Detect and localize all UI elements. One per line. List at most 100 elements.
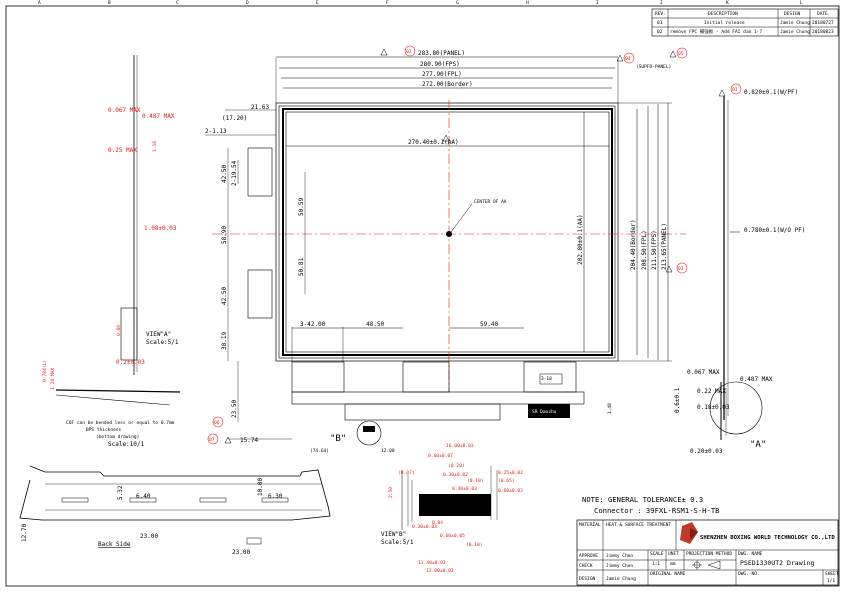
view-a-label: VIEW"A" [146, 331, 171, 338]
center-of-aa-label: CENTER OF AA [474, 199, 507, 205]
rev-header: REV. [655, 11, 666, 17]
border-letters: A B C D E F G H I J K L [38, 0, 803, 6]
top-dimensions: 283.80(PANEL) 280.90(FPS) 277.90(FPL) 27… [275, 45, 688, 147]
vb-dim-060c: 0.60±0.05 [440, 533, 465, 539]
dim-panel-height: 213.65(PANEL) [661, 223, 668, 270]
material-label: MATERIAL [579, 522, 601, 528]
unit-label: UNIT [668, 551, 679, 557]
date-header: DATE [817, 11, 828, 17]
sheet-value: 1/1 [827, 578, 835, 584]
back-dim-630: 6.30 [268, 493, 283, 500]
border-letter: F [386, 0, 389, 6]
dim-15-74: 15.74 [240, 437, 258, 444]
bottom-fpc-area: 3-42.00 48.50 59.40 SR Daozhu 3-18 1.48 … [291, 321, 613, 454]
fai-tag-04: 04 [625, 56, 631, 62]
rev-cell: 02 [657, 29, 663, 35]
dim-58-90: 58.90 [221, 226, 228, 244]
vb-dim-007: (0.07) [398, 470, 415, 476]
fai-tag-05: 05 [678, 51, 684, 57]
fai-tag-06: 06 [214, 420, 220, 426]
connector-block [419, 494, 491, 516]
sheet-label: SHEET [825, 571, 839, 577]
dim-fps-height: 211.50(FPS) [651, 230, 658, 270]
design-name: Jamie Chung [606, 576, 636, 582]
drawing-border [5, 5, 840, 587]
side-dim-0784: 0.784(L) [42, 360, 48, 382]
dim-21-63: 21.63 [251, 104, 269, 111]
border-letter: E [316, 0, 319, 6]
dim-2-1-13: 2-1.13 [205, 128, 227, 135]
border-letter: G [456, 0, 459, 6]
original-name-label: ORIGINAL NAME [650, 571, 686, 577]
back-side-view: 6.40 6.30 5.32 10.00 12.70 23.00 23.00 B… [19, 465, 331, 556]
back-side-label: Back Side [98, 541, 131, 548]
desc-cell: remove FPC 補強板 - Add FAI dim 1-7 [670, 28, 762, 35]
supfo-label: (SUPFO-PANEL) [636, 64, 671, 70]
view-b-detail: 16.00±0.03 0.60±0.07 (0.20) (0.07) 0.30±… [381, 443, 523, 574]
border-letter: L [800, 0, 803, 6]
dim-fpl-height: 208.50(FPL) [641, 230, 648, 270]
fpc-label: SR Daozhu [532, 409, 557, 415]
cof-note-3: (bottom drawing) [96, 434, 139, 440]
scale-value: 1:1 [652, 561, 660, 567]
dim-panel-width: 283.80(PANEL) [418, 50, 465, 57]
dim-38-19: 38.19 [221, 332, 228, 350]
vb-dim-004: 0.04 [432, 520, 443, 526]
border-letter: I [596, 0, 599, 6]
unit-value: mm [670, 562, 676, 567]
center-lines: CENTER OF AA [212, 100, 686, 392]
vb-dim-1600: 16.00±0.03 [446, 443, 474, 449]
dim-fpl-width: 277.90(FPL) [422, 71, 462, 78]
desc-header: DESCRIPTION [708, 11, 738, 17]
connector-note: Connector : 39FXL-RSM1-S-H-TB [594, 506, 720, 515]
side-dim-0067: 0.067 MAX [108, 107, 141, 114]
approve-name: Jimmy Chen [606, 553, 633, 559]
dim-thickness-wopf: 0.780±0.1(W/O PF) [744, 227, 805, 234]
title-block: MATERIAL HEAT & SURFACE TREATMENT SHENZH… [576, 519, 839, 586]
fai-tag-02: 02 [406, 49, 412, 55]
detail-dim-06: 0.6±0.1 [674, 387, 681, 413]
dim-59-40: 59.40 [480, 321, 498, 328]
back-dim-2300b: 23.00 [232, 549, 250, 556]
dim-border-width: 272.00(Border) [422, 81, 473, 88]
fai-tag-03: 03 [678, 266, 684, 272]
cof-note-1: COF can be bended less or equal to 0.7mm [66, 420, 175, 426]
company-logo-icon [680, 522, 698, 544]
vb-dim-1140: 11.40±0.03 [418, 560, 446, 566]
check-label: CHECK [579, 563, 593, 569]
design-header: DESIGN [784, 11, 801, 17]
side-view-a: 0.067 MAX 0.487 MAX 0.25 MAX 1.18 1.08±0… [42, 55, 181, 448]
panel-front-view [275, 102, 619, 362]
view-b-label: VIEW"B" [381, 531, 406, 538]
vb-dim-060b: 0.60±0.03 [498, 488, 523, 494]
back-dim-640: 6.40 [136, 493, 151, 500]
view-b-marker [363, 426, 375, 432]
detail-a: 0.067 MAX 0.487 MAX 0.22 MAX 0.18±0.03 0… [674, 369, 773, 455]
projection-symbol-icon [692, 560, 721, 570]
date-cell: 20180727 [812, 20, 834, 26]
dim-thickness-wpf: 0.820±0.1(W/PF) [744, 89, 798, 96]
detail-dim-018: 0.18±0.03 [697, 404, 730, 411]
dim-3-18: 3-18 [541, 376, 552, 382]
dwg-no-label: DWG. NO. [738, 571, 760, 577]
side-dim-118: 1.18 [152, 141, 158, 152]
border-letter: C [176, 0, 179, 6]
dim-aa-height: 202.80±0.1(AA) [577, 214, 584, 265]
dim-42-50-top: 42.50 [221, 165, 228, 183]
view-b-callout: "B" [330, 434, 346, 444]
side-dim-108: 1.08±0.03 [144, 225, 177, 232]
right-dimensions: 202.80±0.1(AA) 204.40(Border) 208.50(FPL… [577, 102, 688, 362]
company-name: SHENZHEN BOXING WORLD TECHNOLOGY CO.,LTD [700, 535, 835, 541]
fpc-connector [528, 404, 570, 418]
left-dimensions: 21.63 (17.20) 2-1.13 42.50 2-19.54 58.90… [205, 104, 306, 445]
vb-dim-060: 0.60±0.07 [428, 453, 453, 459]
vb-dim-010b: (0.10) [466, 542, 483, 548]
design-label: DESIGN [579, 576, 596, 582]
detail-dim-020: 0.20±0.03 [690, 448, 723, 455]
fai-tag-07: 07 [209, 437, 215, 443]
vb-dim-020: (0.20) [448, 463, 465, 469]
vb-dim-030: 0.30±0.02 [443, 472, 468, 478]
heat-label: HEAT & SURFACE TREATMENT [606, 522, 671, 528]
dim-2-19-54: 2-19.54 [231, 160, 238, 186]
